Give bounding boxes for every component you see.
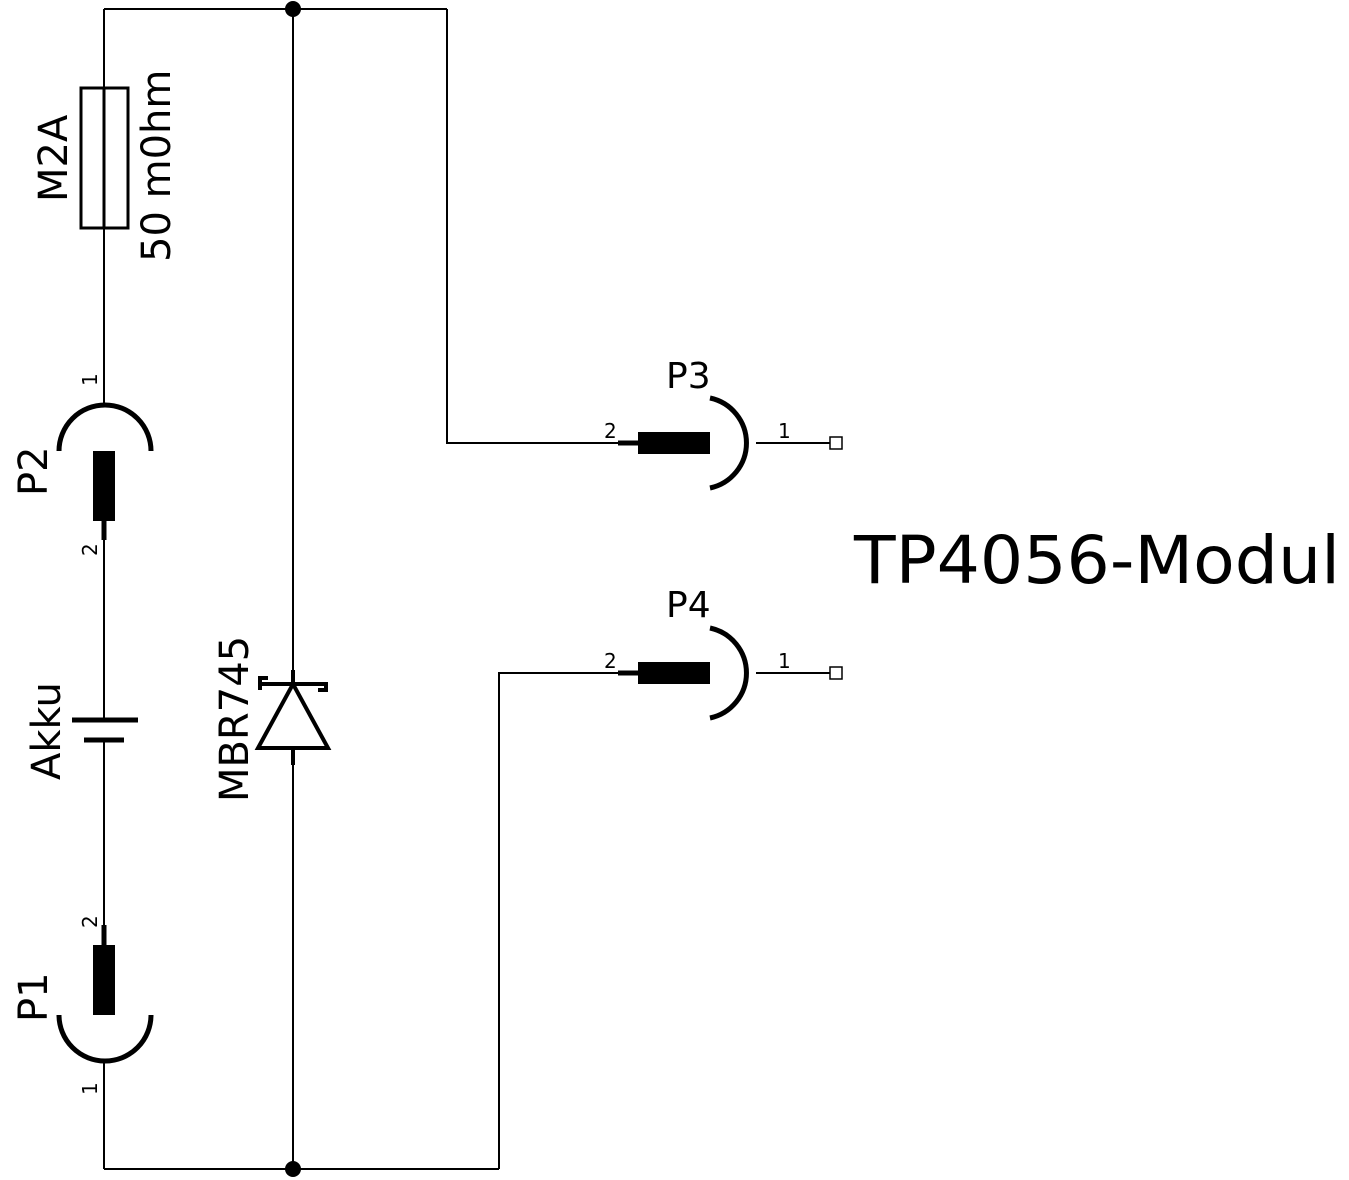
- p4-plug: [638, 662, 710, 684]
- diode: MBR745: [212, 636, 332, 802]
- p4-ref-label: P4: [666, 585, 711, 626]
- p3-pin1-number: 1: [778, 419, 791, 443]
- battery-ref-label: Akku: [24, 682, 70, 780]
- p3-pin2-number: 2: [604, 419, 617, 443]
- diode-schottky-hook-right: [318, 684, 328, 692]
- p3-socket-arc: [709, 395, 749, 491]
- p2-pin1-number: 1: [78, 373, 102, 386]
- connector-p2: 1 2 P2: [11, 373, 154, 556]
- p2-socket-arc: [56, 402, 154, 452]
- battery: Akku: [24, 682, 138, 780]
- p3-terminal: [829, 436, 843, 450]
- p4-terminal: [829, 666, 843, 680]
- p2-plug: [93, 451, 115, 521]
- connector-p3: 2 1 P3: [604, 356, 843, 491]
- p2-pin2-number: 2: [78, 543, 102, 556]
- p1-socket-arc: [56, 1014, 154, 1064]
- p1-plug: [93, 945, 115, 1015]
- fuse-value-label: 50 m0hm: [134, 70, 180, 262]
- p4-socket-arc: [709, 625, 749, 721]
- p3-plug: [638, 432, 710, 454]
- p1-pin2-number: 2: [78, 915, 102, 928]
- fuse-ref-label: M2A: [31, 114, 77, 202]
- p4-pin2-number: 2: [604, 649, 617, 673]
- wire-to-p3: [446, 9, 638, 444]
- p2-ref-label: P2: [11, 446, 57, 496]
- diode-schottky-hook-left: [258, 676, 268, 684]
- p1-pin1-number: 1: [78, 1082, 102, 1095]
- module-label: TP4056-Modul: [853, 522, 1340, 599]
- diode-ref-label: MBR745: [212, 636, 258, 802]
- wires: [103, 1, 638, 1177]
- diode-triangle: [254, 679, 332, 750]
- junction-top: [285, 1, 301, 17]
- p1-ref-label: P1: [11, 972, 57, 1022]
- junction-bottom: [285, 1161, 301, 1177]
- wire-to-p4: [498, 672, 638, 1169]
- fuse: M2A 50 m0hm: [31, 70, 180, 262]
- connector-p1: 2 1 P1: [11, 915, 154, 1095]
- connector-p4: 2 1 P4: [604, 585, 843, 721]
- p3-ref-label: P3: [666, 356, 711, 397]
- p4-pin1-number: 1: [778, 649, 791, 673]
